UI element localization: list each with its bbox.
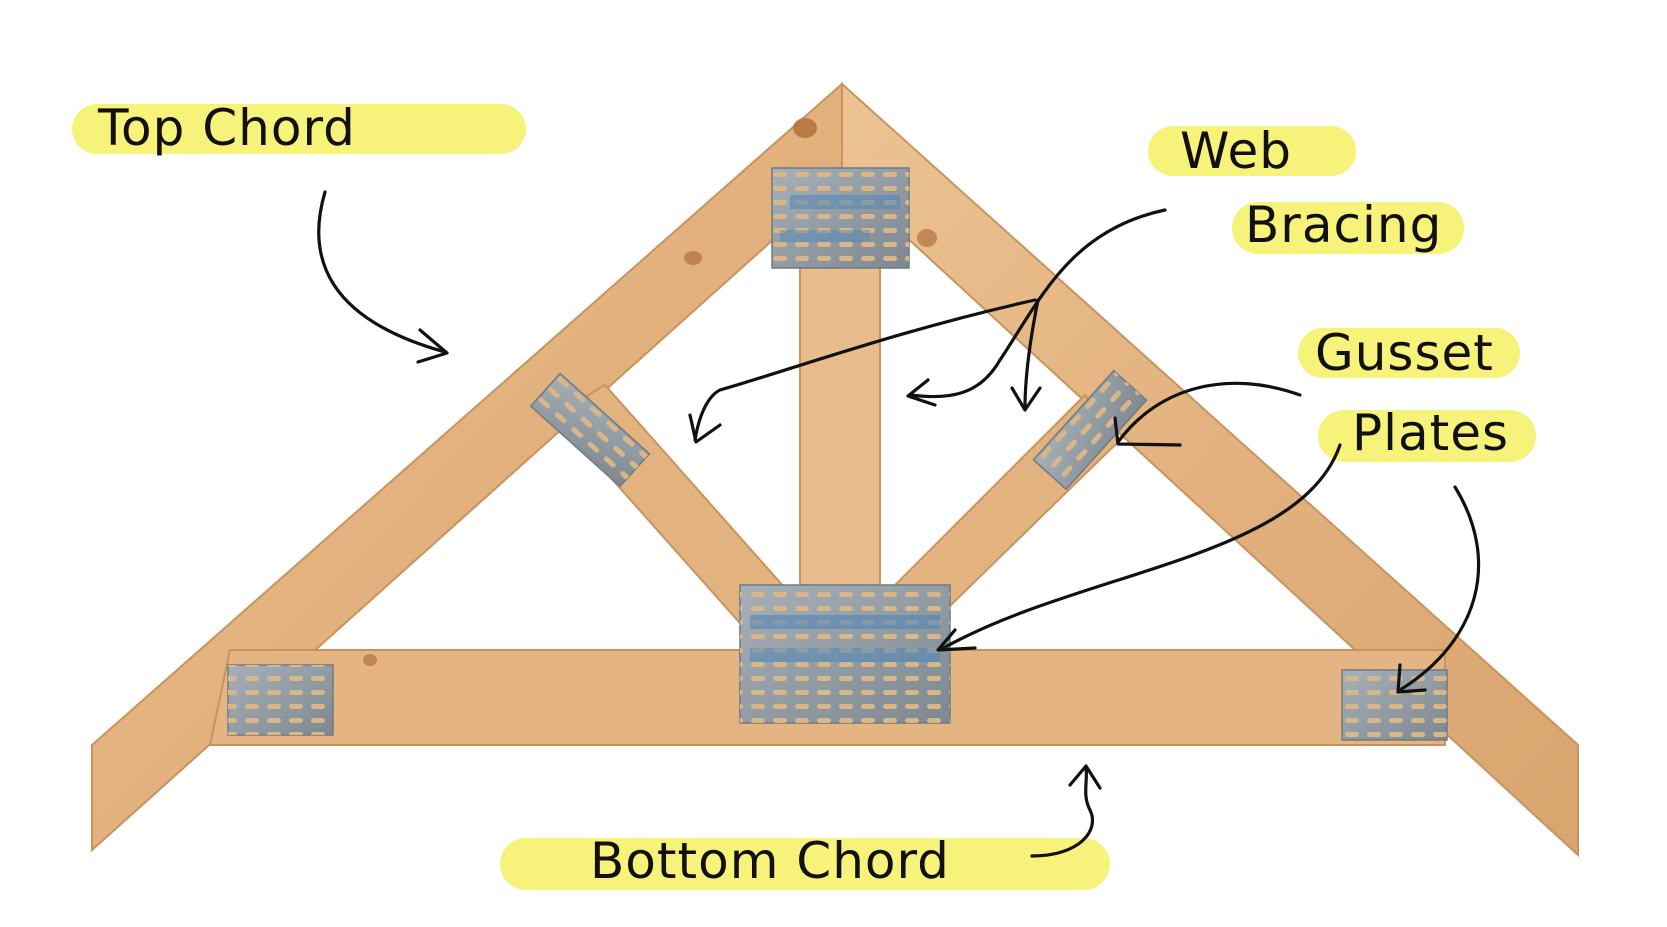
arrow-bottom-chord xyxy=(1030,764,1102,858)
highlight-top-chord xyxy=(72,104,526,154)
label-bottom-chord: Bottom Chord xyxy=(590,832,950,890)
gusset-plate-center xyxy=(739,584,951,724)
gusset-plate-apex xyxy=(771,167,910,269)
highlight-gusset xyxy=(1298,328,1520,378)
label-gusset: Gusset xyxy=(1315,324,1494,382)
gusset-plate-right-heel xyxy=(1341,669,1448,741)
label-web: Web xyxy=(1180,122,1292,180)
gusset-plate-left-heel xyxy=(227,664,334,736)
arrow-web-right xyxy=(1010,298,1042,412)
arrow-web-left xyxy=(688,298,1037,444)
arrow-top-chord xyxy=(317,190,449,364)
label-top-chord: Top Chord xyxy=(97,99,356,157)
arrows xyxy=(317,190,1481,858)
highlights xyxy=(72,104,1536,890)
label-bracing: Bracing xyxy=(1245,196,1442,254)
king-post xyxy=(799,249,881,651)
labels: Top Chord Web Bracing Gusset Plates Bott… xyxy=(97,99,1509,890)
arrow-gusset-center xyxy=(936,443,1342,652)
highlight-plates xyxy=(1318,410,1536,462)
highlight-bottom-chord xyxy=(500,838,1110,890)
gusset-plate-left-web xyxy=(529,372,651,488)
highlight-bracing xyxy=(1232,202,1464,254)
gusset-plate-right-web xyxy=(1032,369,1148,491)
label-plates: Plates xyxy=(1352,404,1509,462)
arrow-gusset-right-heel xyxy=(1396,485,1481,694)
highlight-web xyxy=(1148,126,1356,176)
arrow-gusset-right-web xyxy=(1113,381,1302,447)
gusset-plates xyxy=(227,167,1448,741)
arrow-web-middle xyxy=(906,208,1167,407)
